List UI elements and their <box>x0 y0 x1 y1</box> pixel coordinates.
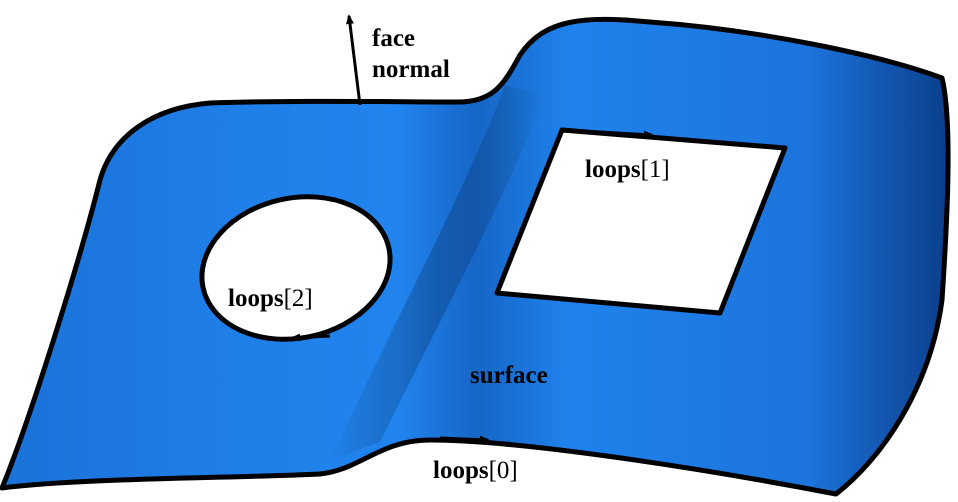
face-normal-label-line2: normal <box>372 56 450 83</box>
loop1-label: loops[1] <box>585 156 670 183</box>
surface-body <box>2 19 948 494</box>
loop2-label-index: [2] <box>284 285 313 312</box>
loop0-direction-arrow <box>440 438 488 440</box>
loop0-label-index: [0] <box>489 457 518 484</box>
face-normal-label-line1: face <box>372 25 415 52</box>
loop0-label-word: loops <box>433 457 489 484</box>
loop1-label-index: [1] <box>641 156 670 183</box>
loop2-direction-arrow <box>292 336 330 338</box>
loop1-label-word: loops <box>585 156 641 183</box>
face-normal-arrow <box>349 16 360 105</box>
loop2-label-word: loops <box>228 285 284 312</box>
loop2-label: loops[2] <box>228 285 313 312</box>
loop0-label: loops[0] <box>433 457 518 484</box>
surface-label: surface <box>470 362 548 389</box>
